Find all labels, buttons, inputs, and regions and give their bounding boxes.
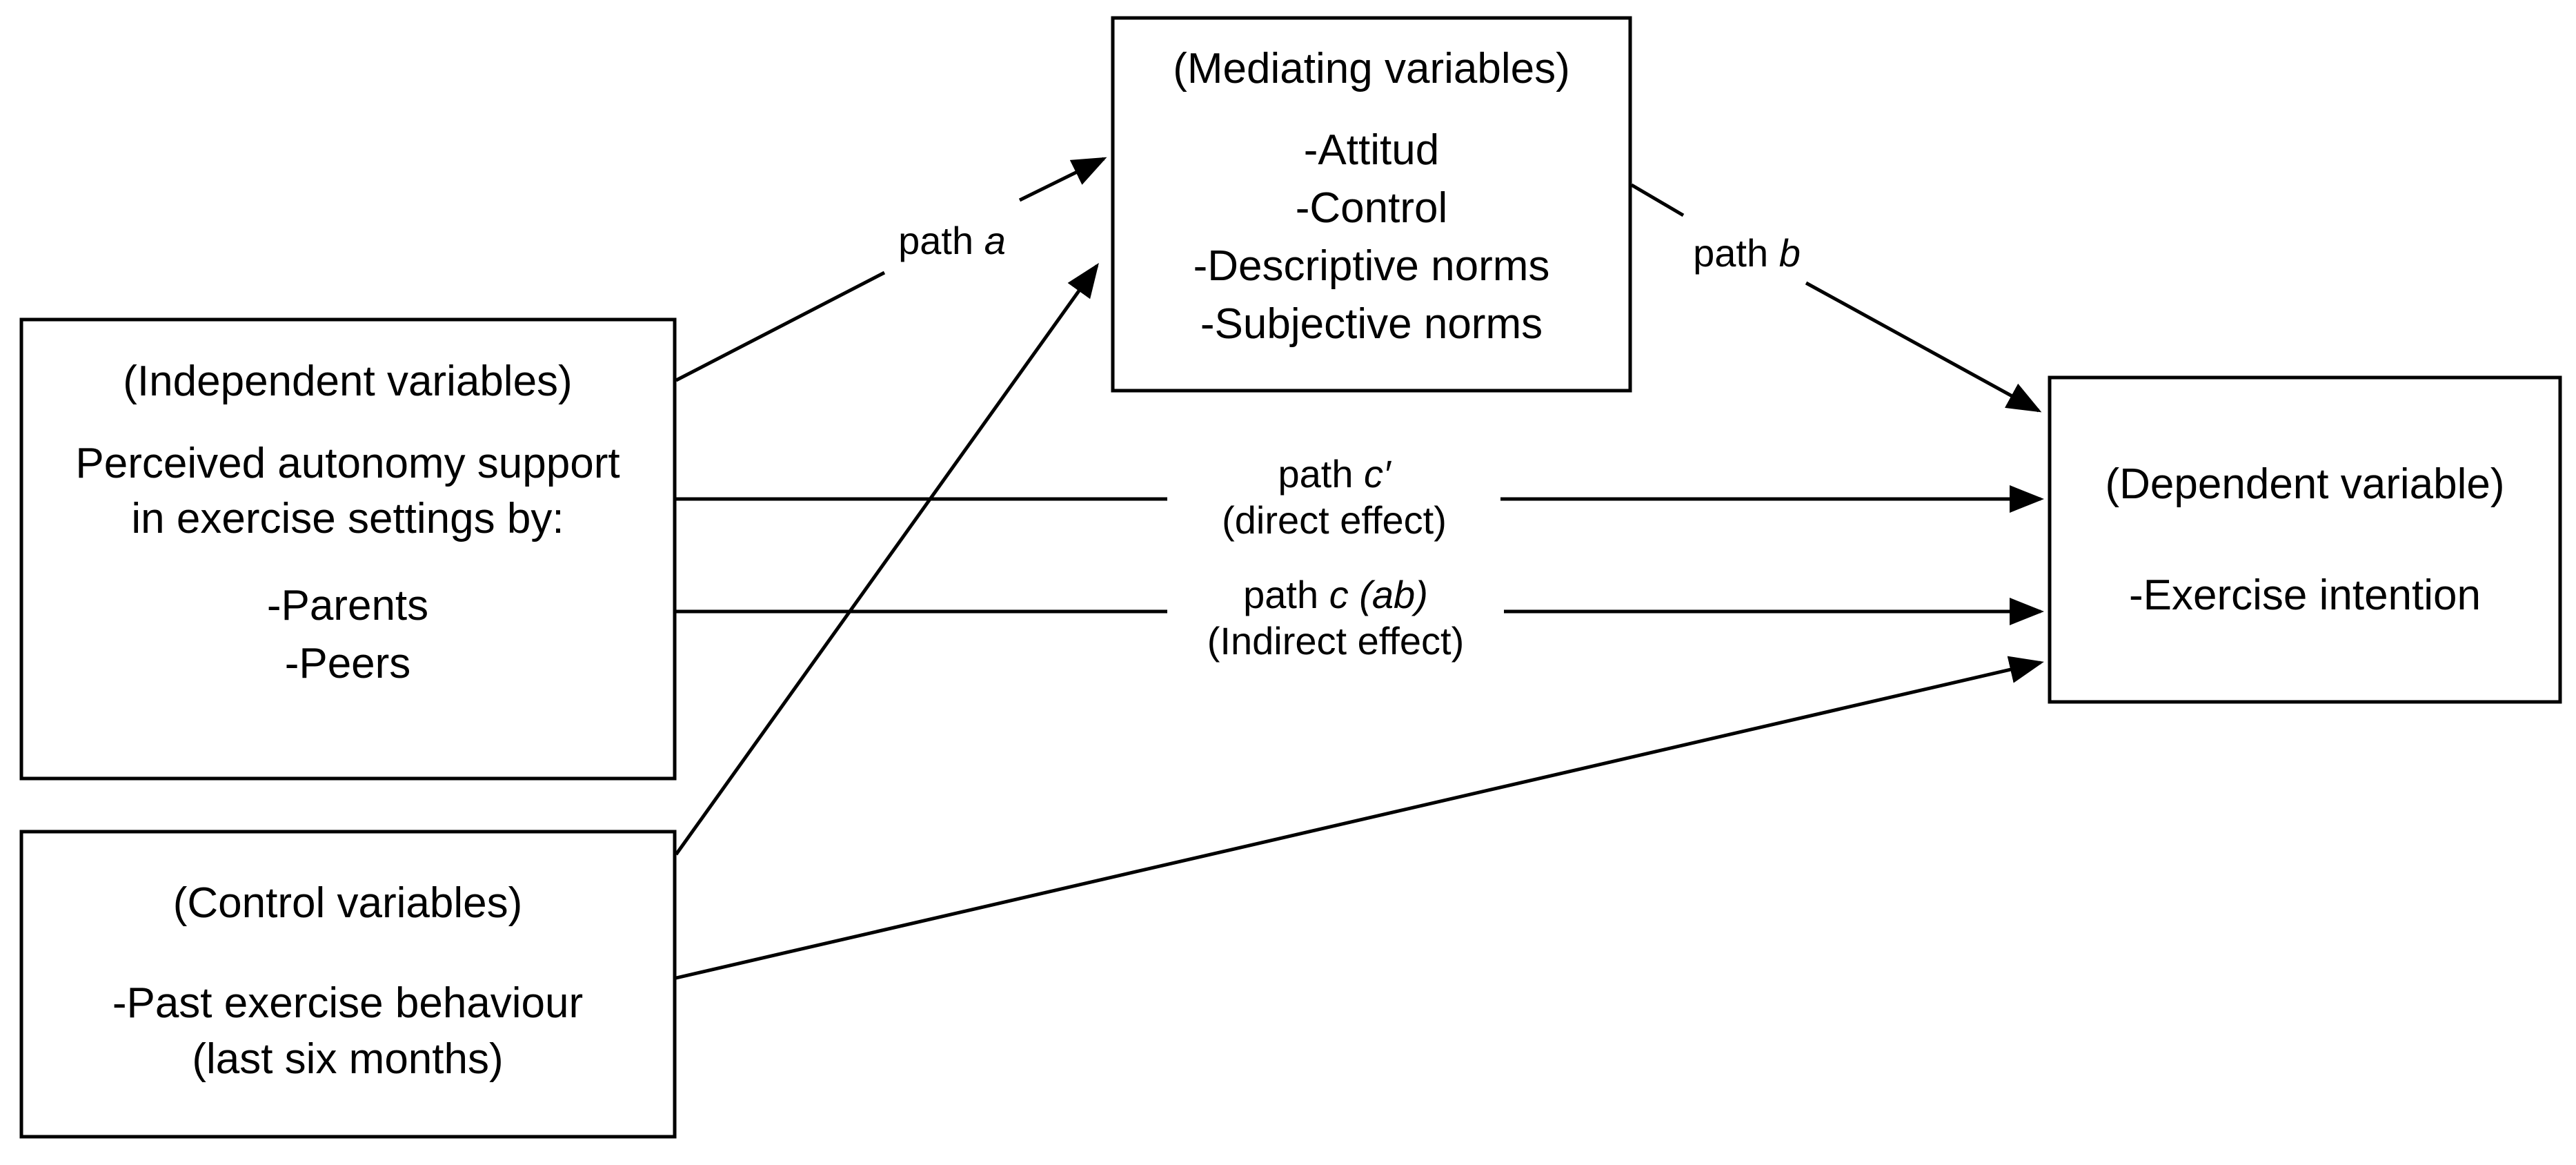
path-b-label: path b [1693,231,1801,275]
independent-variables-box [19,317,677,781]
path-c-prime-symbol: c′ [1364,452,1392,496]
path-b-line-upper [1630,183,1685,217]
independent-line-2: in exercise settings by: [131,495,564,542]
path-a-symbol: a [984,219,1006,262]
independent-line-1: Perceived autonomy support [75,440,620,487]
path-a-prefix: path [898,219,984,262]
path-b-prefix: path [1693,231,1779,275]
mediating-item-subjective-norms: -Subjective norms [1200,300,1543,348]
control-to-dependent-arrow [675,656,2044,980]
path-c-prime-note: (direct effect) [1222,498,1447,542]
path-c-note: (Indirect effect) [1207,619,1464,663]
dependent-item-exercise-intention: -Exercise intention [2129,571,2481,619]
mediating-item-descriptive-norms: -Descriptive norms [1193,242,1550,290]
dependent-header: (Dependent variable) [2105,460,2504,508]
mediating-header: (Mediating variables) [1173,45,1569,92]
control-header: (Control variables) [173,879,523,927]
path-c-symbol: c (ab) [1329,573,1428,616]
path-a-label: path a [898,219,1006,262]
path-b-arrow [1805,281,2042,413]
path-c-label: path c (ab) [1243,573,1428,616]
independent-header: (Independent variables) [123,358,572,405]
path-c-prime-label: path c′ [1278,452,1392,496]
control-line-2: (last six months) [192,1035,503,1083]
mediating-item-control: -Control [1296,184,1448,232]
control-variables-box [19,830,677,1139]
control-line-1: -Past exercise behaviour [112,979,583,1027]
mediating-variables-box [1111,16,1632,393]
mediating-item-attitud: -Attitud [1304,126,1439,174]
path-b-symbol: b [1779,231,1801,275]
path-a-arrow [1018,157,1107,202]
independent-item-peers: -Peers [285,640,411,687]
control-to-mediating-arrow [674,262,1099,856]
independent-item-parents: -Parents [267,582,428,629]
path-c-prefix: path [1243,573,1329,616]
path-c-prime-prefix: path [1278,452,1364,496]
dependent-variable-box [2048,375,2562,704]
path-a-line-lower [675,271,886,382]
